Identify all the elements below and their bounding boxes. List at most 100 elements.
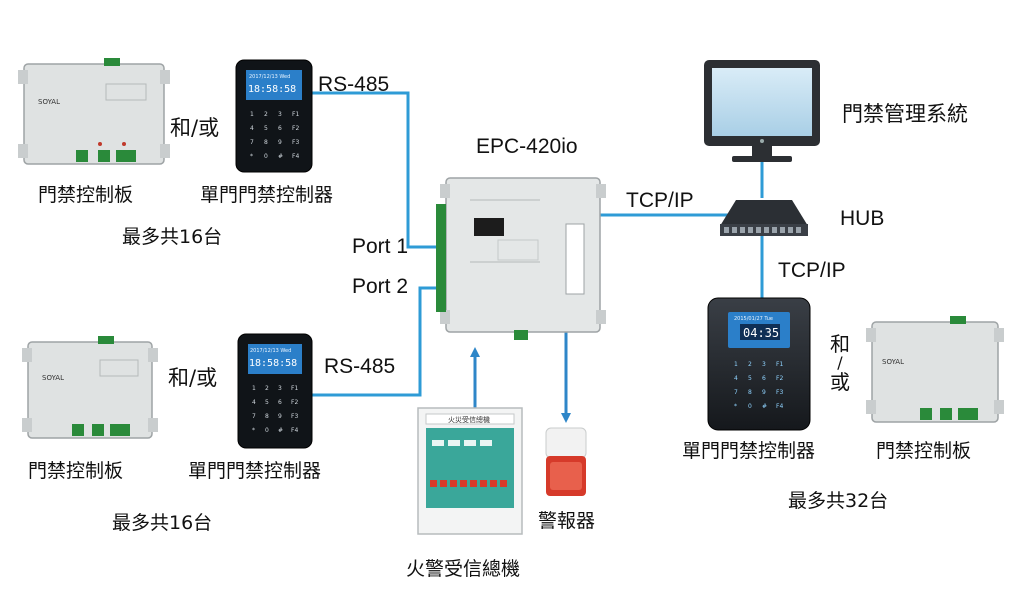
rs485-label-bottom: RS-485 <box>324 355 396 378</box>
keypad-header-text: 2017/12/13 Wed <box>250 348 291 354</box>
keypad-key: 2 <box>748 361 752 368</box>
keypad-key: F1 <box>291 385 298 392</box>
and-or-char: / <box>837 353 843 372</box>
keypad-key: 3 <box>278 385 282 392</box>
keypad-key: * <box>734 403 737 410</box>
keypad-key: F4 <box>291 427 298 434</box>
keypad-key: F2 <box>292 125 299 132</box>
hub <box>720 200 808 236</box>
keypad-key: 1 <box>734 361 738 368</box>
keypad-key: 4 <box>250 125 254 132</box>
keypad-key: F4 <box>776 403 783 410</box>
kiosk-date-text: 2015/01/27 Tue <box>734 316 773 322</box>
keypad-key: 2 <box>264 111 268 118</box>
keypad-key: 9 <box>278 139 282 146</box>
port2-label: Port 2 <box>352 275 409 298</box>
and-or-char: 和 <box>830 332 850 356</box>
and-or-char: 或 <box>830 370 850 394</box>
monitor <box>704 60 820 162</box>
keypad-key: 1 <box>252 385 256 392</box>
keypad-key: F3 <box>776 389 783 396</box>
fire-panel-title-text: 火災受信總機 <box>448 415 490 424</box>
rs485-line-top <box>312 91 440 249</box>
keypad-key: 6 <box>762 375 766 382</box>
keypad-key: 4 <box>734 375 738 382</box>
keypad-key: 3 <box>762 361 766 368</box>
keypad-key: 5 <box>748 375 752 382</box>
keypad-key: 0 <box>264 153 268 160</box>
keypad-key: 7 <box>734 389 738 396</box>
keypad-key: 8 <box>265 413 269 420</box>
keypad-key: # <box>762 403 767 410</box>
board-brand-text: SOYAL <box>38 98 60 106</box>
keypad-key: 5 <box>264 125 268 132</box>
board-brand-text: SOYAL <box>42 374 64 382</box>
keypad-key: 3 <box>278 111 282 118</box>
max16-label-top: 最多共16台 <box>122 226 223 248</box>
keypad-key: 8 <box>264 139 268 146</box>
controller-model-label: EPC-420io <box>476 135 578 158</box>
keypad-key: F2 <box>291 399 298 406</box>
single-door-controller-label-top: 單門門禁控制器 <box>200 184 334 206</box>
keypad-key: F3 <box>292 139 299 146</box>
keypad-key: 9 <box>278 413 282 420</box>
max16-label-bottom: 最多共16台 <box>112 512 213 534</box>
board-brand-text: SOYAL <box>882 358 904 366</box>
fire-alarm-panel: 火災受信總機 <box>417 407 523 535</box>
and-or-label-bottom: 和/或 <box>168 366 218 390</box>
keypad-key: F1 <box>292 111 299 118</box>
control-board-label-top: 門禁控制板 <box>38 184 134 206</box>
keypad-key: 0 <box>265 427 269 434</box>
fire-alarm-panel-label: 火警受信總機 <box>406 558 521 580</box>
keypad-key: 7 <box>252 413 256 420</box>
connection-lines <box>312 91 764 397</box>
keypad-key: 7 <box>250 139 254 146</box>
management-system-label: 門禁管理系統 <box>842 102 968 126</box>
keypad-key: 6 <box>278 399 282 406</box>
control-board-label-bottom: 門禁控制板 <box>28 460 124 482</box>
and-or-label-vertical: 和 / 或 <box>828 334 852 392</box>
keypad-header-text: 2017/12/13 Wed <box>249 74 290 80</box>
keypad-keys: 1 2 3 F1 4 5 6 F2 7 8 9 F3 * 0 # F4 <box>250 111 299 160</box>
keypad-key: * <box>252 427 255 434</box>
keypad-key: 1 <box>250 111 254 118</box>
keypad-key: F2 <box>776 375 783 382</box>
tcpip-label-top: TCP/IP <box>626 189 694 212</box>
rs485-line-bottom <box>312 286 440 397</box>
signal-arrows <box>470 332 571 423</box>
tcpip-label-right: TCP/IP <box>778 259 846 282</box>
keypad-time-text: 18:58:58 <box>249 358 297 369</box>
control-board-label-right: 門禁控制板 <box>876 440 972 462</box>
keypad-key: F4 <box>292 153 299 160</box>
keypad-key: F1 <box>776 361 783 368</box>
keypad-key: 6 <box>278 125 282 132</box>
keypad-key: F3 <box>291 413 298 420</box>
port1-label: Port 1 <box>352 235 409 258</box>
keypad-controller-top: 2017/12/13 Wed 18:58:58 1 2 3 F1 4 5 6 F2 7 8 9 F3 *… <box>235 59 313 173</box>
kiosk-keys: 1 2 3 F1 4 5 6 F2 7 8 9 F3 * 0 # F4 <box>734 361 783 410</box>
keypad-key: 0 <box>748 403 752 410</box>
single-door-controller-label-bottom: 單門門禁控制器 <box>188 460 322 482</box>
keypad-key: * <box>250 153 253 160</box>
keypad-time-text: 18:58:58 <box>248 84 296 95</box>
keypad-key: 9 <box>762 389 766 396</box>
alarm-siren <box>545 427 587 496</box>
and-or-label-top: 和/或 <box>170 116 220 140</box>
max32-label: 最多共32台 <box>788 490 889 512</box>
keypad-key: 5 <box>265 399 269 406</box>
kiosk-reader: 2015/01/27 Tue 04:35 1 2 3 F1 4 5 6 F2 7 8 9 F3 * 0 # F… <box>707 297 811 431</box>
alarm-label: 警報器 <box>538 510 596 532</box>
control-board-right: SOYAL <box>866 316 1004 423</box>
single-door-controller-label-right: 單門門禁控制器 <box>682 440 816 462</box>
kiosk-time-text: 04:35 <box>743 326 779 340</box>
control-board-top: SOYAL <box>18 58 170 165</box>
keypad-key: 4 <box>252 399 256 406</box>
hub-label: HUB <box>840 207 885 230</box>
epc-420io-controller <box>436 177 606 340</box>
keypad-key: 8 <box>748 389 752 396</box>
keypad-key: # <box>278 427 283 434</box>
keypad-key: # <box>278 153 283 160</box>
